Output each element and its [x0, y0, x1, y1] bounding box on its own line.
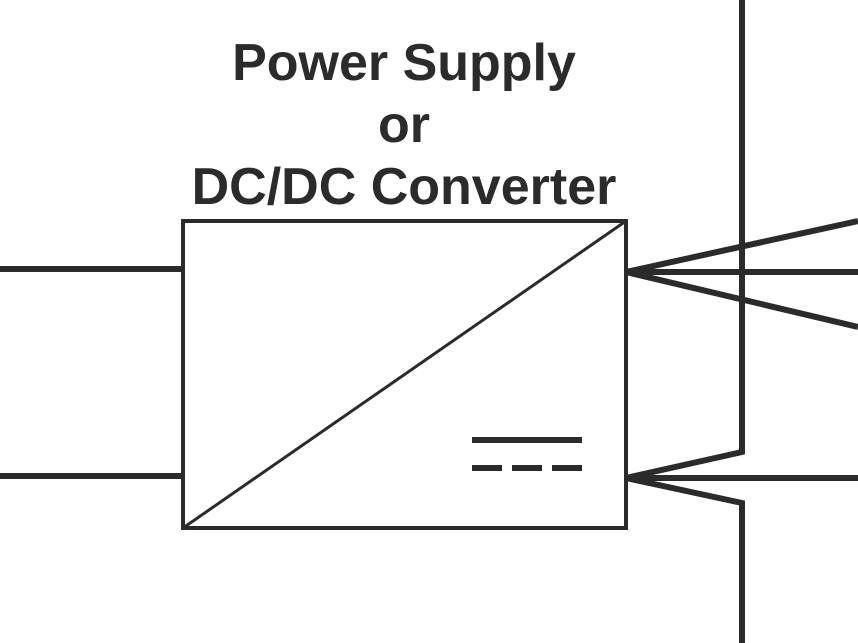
dc-symbol-icon [472, 437, 582, 471]
output-wire-lower [625, 269, 858, 330]
vertical-bus-line [625, 0, 745, 643]
output-wire-upper [625, 218, 858, 275]
converter-diagonal [182, 219, 627, 530]
converter-title: Power Supply or DC/DC Converter [0, 32, 808, 218]
title-line-dc-dc-converter: DC/DC Converter [191, 158, 617, 216]
converter-block [181, 219, 628, 530]
title-line-power-supply: Power Supply [232, 34, 576, 92]
title-line-or: or [378, 96, 430, 154]
